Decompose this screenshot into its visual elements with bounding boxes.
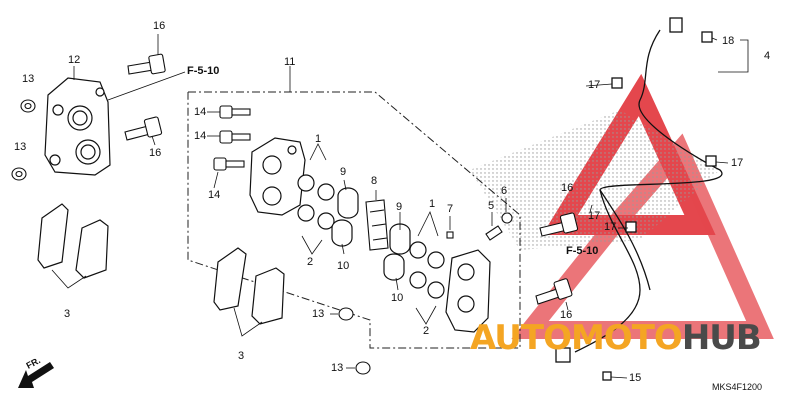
watermark-text: AUTOMOTOHUB — [470, 318, 762, 358]
callout-1: 1 — [315, 133, 322, 145]
callout-17: 17 — [588, 210, 601, 222]
pad-spring — [365, 199, 389, 251]
callout-13: 13 — [331, 362, 344, 374]
callout-10: 10 — [391, 292, 404, 304]
callout-10: 10 — [337, 260, 350, 272]
callout-18: 18 — [722, 35, 735, 47]
callout-3: 3 — [64, 308, 71, 320]
leader-lines — [51, 34, 749, 379]
callout-3: 3 — [238, 350, 245, 362]
part-code: MKS4F1200 — [712, 382, 763, 392]
ref-f-5-10[interactable]: F-5-10 — [187, 65, 220, 77]
callout-5: 5 — [488, 200, 495, 212]
bleeder-parts — [446, 212, 513, 241]
caliper-bracket — [44, 77, 111, 176]
bolt-14 — [213, 105, 251, 171]
callout-16: 16 — [560, 309, 573, 321]
watermark-part1: AUTOMOTO — [470, 318, 683, 358]
callout-17: 17 — [731, 157, 744, 169]
washer-13 — [11, 99, 36, 181]
callout-7: 7 — [447, 203, 454, 215]
caliper-body-outer — [445, 249, 491, 333]
washer-13-center — [338, 307, 371, 375]
dotted-background-pattern — [470, 110, 720, 250]
caliper-body-inner — [249, 137, 306, 216]
watermark-part2: HUB — [681, 318, 762, 358]
callout-17: 17 — [604, 221, 617, 233]
callout-15: 15 — [629, 372, 642, 384]
brake-pads-center — [213, 247, 285, 325]
callout-16: 16 — [153, 20, 166, 32]
callout-14: 14 — [194, 106, 207, 118]
callout-11: 11 — [284, 56, 296, 68]
front-arrow-icon — [18, 362, 54, 388]
callout-16: 16 — [149, 147, 162, 159]
callout-9: 9 — [340, 166, 347, 178]
callout-12: 12 — [68, 54, 81, 66]
callout-13: 13 — [14, 141, 27, 153]
piston-seal-set-2 — [383, 223, 445, 299]
callout-6: 6 — [501, 185, 508, 197]
ref-f-5-10[interactable]: F-5-10 — [566, 245, 599, 257]
callout-14: 14 — [208, 189, 221, 201]
callout-9: 9 — [396, 201, 403, 213]
callout-2: 2 — [307, 256, 314, 268]
callout-16: 16 — [561, 182, 574, 194]
bolt-16-right — [535, 212, 579, 305]
brake-pads-left — [37, 203, 109, 279]
callout-14: 14 — [194, 130, 207, 142]
bolt-16 — [124, 53, 166, 141]
callout-17: 17 — [588, 79, 601, 91]
callout-2: 2 — [423, 325, 430, 337]
callout-1: 1 — [429, 198, 436, 210]
callout-13: 13 — [312, 308, 325, 320]
callout-8: 8 — [371, 175, 378, 187]
callout-4: 4 — [764, 50, 771, 62]
abs-sensor-wire — [555, 17, 723, 381]
callout-13: 13 — [22, 73, 35, 85]
piston-seal-set-1 — [297, 174, 359, 247]
